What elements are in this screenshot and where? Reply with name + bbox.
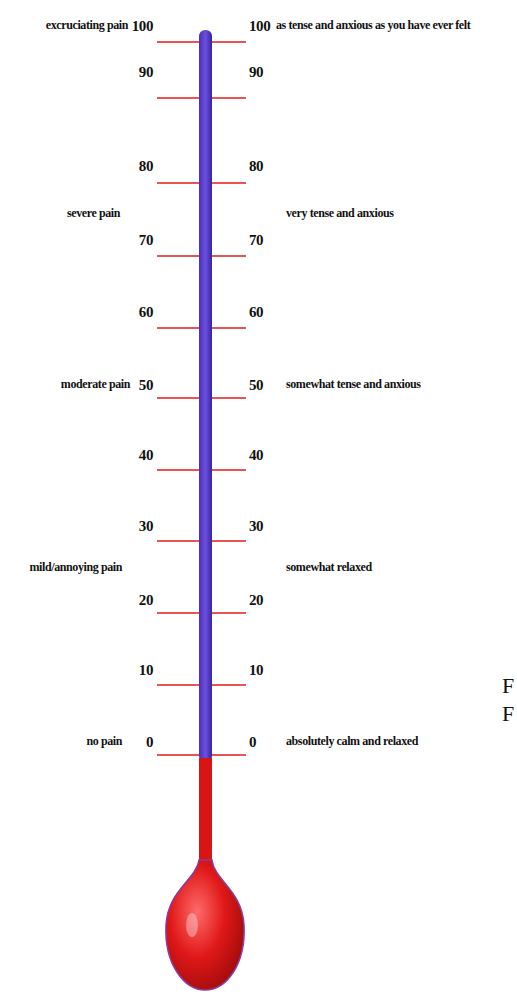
scale-number: 100: [132, 18, 153, 35]
scale-number: 50: [249, 377, 263, 394]
scale-number: 40: [139, 447, 153, 464]
scale-number: 0: [146, 734, 153, 751]
pain-descriptor: no pain: [86, 735, 122, 748]
scale-number: 90: [139, 64, 153, 81]
scale-number: 30: [139, 518, 153, 535]
scale-number: 40: [249, 447, 263, 464]
thermometer-tube: [199, 30, 212, 762]
scale-number: 80: [139, 158, 153, 175]
pain-descriptor: severe pain: [67, 207, 120, 220]
scale-number: 10: [249, 662, 263, 679]
anxiety-descriptor: somewhat relaxed: [286, 561, 372, 574]
cut-off-letter: F: [502, 702, 514, 726]
anxiety-descriptor: as tense and anxious as you have ever fe…: [276, 19, 470, 32]
scale-number: 10: [139, 662, 153, 679]
mercury-column: [199, 758, 212, 868]
scale-number: 70: [249, 232, 263, 249]
scale-number: 70: [139, 232, 153, 249]
scale-number: 90: [249, 64, 263, 81]
anxiety-descriptor: somewhat tense and anxious: [286, 378, 421, 391]
pain-descriptor: mild/annoying pain: [29, 561, 122, 574]
scale-number: 60: [139, 304, 153, 321]
anxiety-descriptor: absolutely calm and relaxed: [286, 735, 418, 748]
scale-number: 30: [249, 518, 263, 535]
bulb-highlight: [186, 913, 198, 937]
cut-off-letter: F: [502, 674, 514, 698]
pain-descriptor: excruciating pain: [46, 19, 128, 32]
thermometer-bulb: [166, 860, 244, 990]
scale-number: 100: [249, 18, 270, 35]
scale-number: 20: [249, 592, 263, 609]
scale-number: 0: [249, 734, 256, 751]
scale-number: 60: [249, 304, 263, 321]
scale-number: 50: [139, 377, 153, 394]
scale-number: 20: [139, 592, 153, 609]
pain-descriptor: moderate pain: [61, 378, 130, 391]
anxiety-descriptor: very tense and anxious: [286, 207, 394, 220]
scale-number: 80: [249, 158, 263, 175]
